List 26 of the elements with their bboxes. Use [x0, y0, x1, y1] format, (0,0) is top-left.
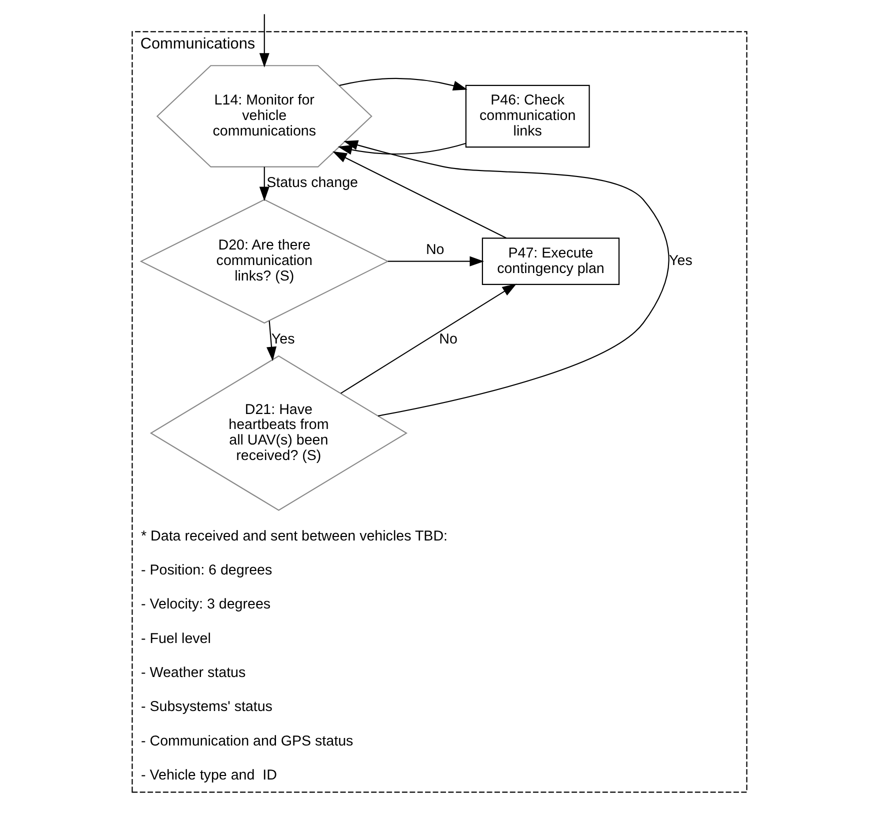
edge-label: Yes: [271, 331, 295, 348]
arrow: [388, 256, 484, 266]
arrow: [332, 151, 506, 239]
node-box: P47: Execute contingency plan: [482, 238, 620, 285]
arrow: [339, 78, 468, 91]
label: * Data received and sent between vehicles TBD:: [141, 528, 448, 544]
label: - Weather status: [141, 664, 246, 681]
label: - Position: 6 degrees: [141, 562, 272, 579]
label: - Subsystems' status: [141, 699, 272, 716]
label: - Vehicle type and ID: [141, 767, 277, 784]
arrow: [259, 14, 270, 68]
label: - Fuel level: [141, 630, 211, 647]
arrow: [338, 142, 466, 155]
edge-label: No: [426, 242, 444, 258]
node-diamond: D20: Are there communication links? (S): [140, 199, 389, 324]
label: - Velocity: 3 degrees: [141, 596, 271, 613]
edge-label: Yes: [669, 253, 692, 270]
node-box: P46: Check communication links: [465, 84, 590, 148]
label: - Communication and GPS status: [141, 733, 354, 750]
arrow: [344, 140, 670, 416]
arrow: [259, 166, 270, 202]
edge-label: No: [439, 331, 458, 348]
arrow: [340, 284, 517, 394]
node-diamond: D21: Have heartbeats from all UAV(s) been received? (S): [150, 355, 408, 511]
edge-label: Status change: [266, 174, 358, 191]
arrow: [266, 320, 276, 362]
